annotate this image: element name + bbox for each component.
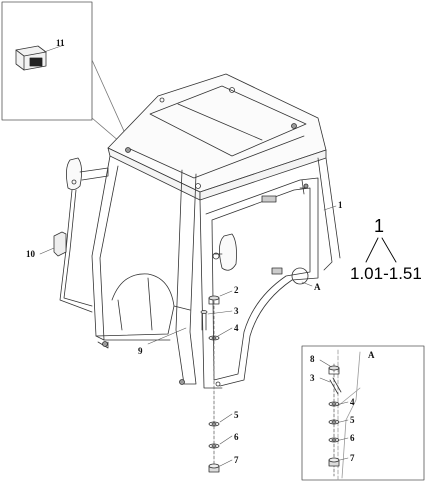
detail-a-label: A	[368, 350, 375, 360]
detail-callout-3: 3	[310, 373, 315, 383]
callout-2: 2	[234, 285, 239, 295]
callout-6: 6	[234, 432, 239, 442]
callout-10: 10	[26, 249, 35, 259]
callout-view-a: A	[314, 282, 321, 292]
detail-callout-5: 5	[350, 415, 355, 425]
callout-9: 9	[138, 346, 143, 356]
right-mirror	[212, 233, 237, 271]
detail-callout-7: 7	[350, 453, 355, 463]
cab-body	[91, 155, 341, 389]
assembly-range: 1.01-1.51	[350, 264, 422, 283]
detail-callout-8: 8	[310, 354, 315, 364]
assembly-tree-symbol	[365, 237, 397, 263]
detail-callout-6: 6	[350, 433, 355, 443]
detail-callout-4: 4	[350, 397, 355, 407]
left-mirror	[59, 157, 109, 313]
callout-5: 5	[234, 410, 239, 420]
callout-1: 1	[338, 200, 343, 210]
callout-7: 7	[234, 455, 239, 465]
callout-3: 3	[234, 306, 239, 316]
callout-4: 4	[234, 323, 239, 333]
cab-roof	[107, 73, 327, 201]
detail-a-box	[301, 345, 425, 481]
switch-part-icon	[15, 45, 47, 71]
callout-11: 11	[56, 38, 65, 48]
part-10-block	[53, 231, 67, 257]
mounting-hardware-stack	[200, 295, 220, 473]
grab-handle	[299, 179, 307, 195]
assembly-number: 1	[374, 216, 385, 236]
inset-box-part-11	[1, 1, 129, 143]
leader-lines	[39, 44, 337, 467]
